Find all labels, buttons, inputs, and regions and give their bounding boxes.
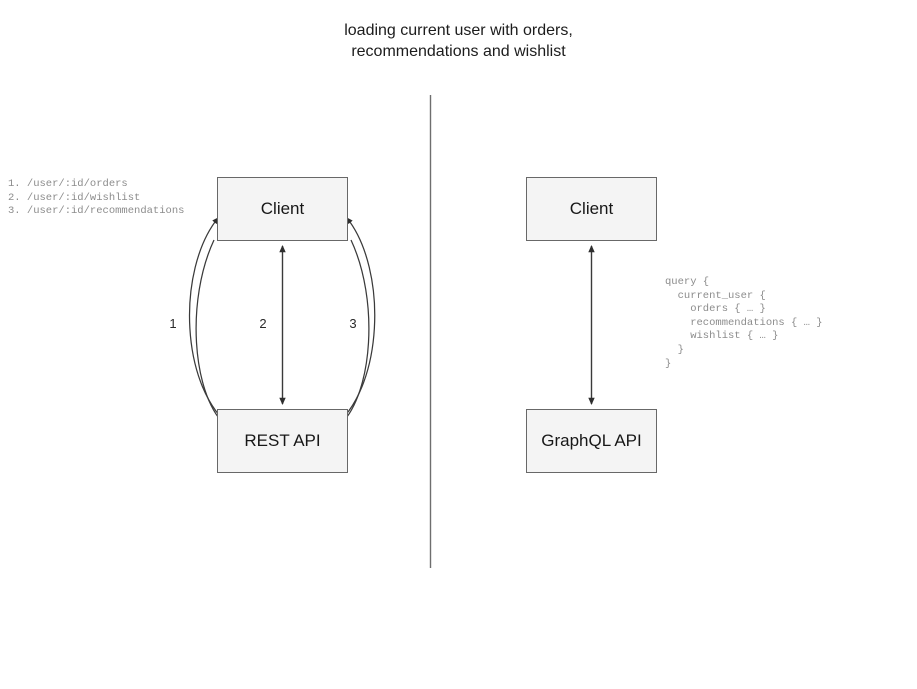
rest-edge-1-return — [195, 239, 225, 425]
graphql-query-block: query { current_user { orders { … } reco… — [665, 276, 823, 370]
rest-edge-3-return — [340, 239, 370, 425]
rest-edge-3-curve — [331, 217, 376, 429]
node-graphql-client[interactable]: Client — [526, 177, 657, 241]
rest-edge-1-curve — [188, 217, 234, 429]
rest-endpoint-list: 1. /user/:id/orders 2. /user/:id/wishlis… — [8, 178, 185, 218]
node-rest-client[interactable]: Client — [217, 177, 348, 241]
edge-label-3: 3 — [349, 316, 357, 331]
node-rest-api[interactable]: REST API — [217, 409, 348, 473]
node-graphql-api[interactable]: GraphQL API — [526, 409, 657, 473]
edge-label-1: 1 — [169, 316, 177, 331]
edge-label-2: 2 — [259, 316, 267, 331]
page-title: loading current user with orders, recomm… — [344, 22, 573, 60]
